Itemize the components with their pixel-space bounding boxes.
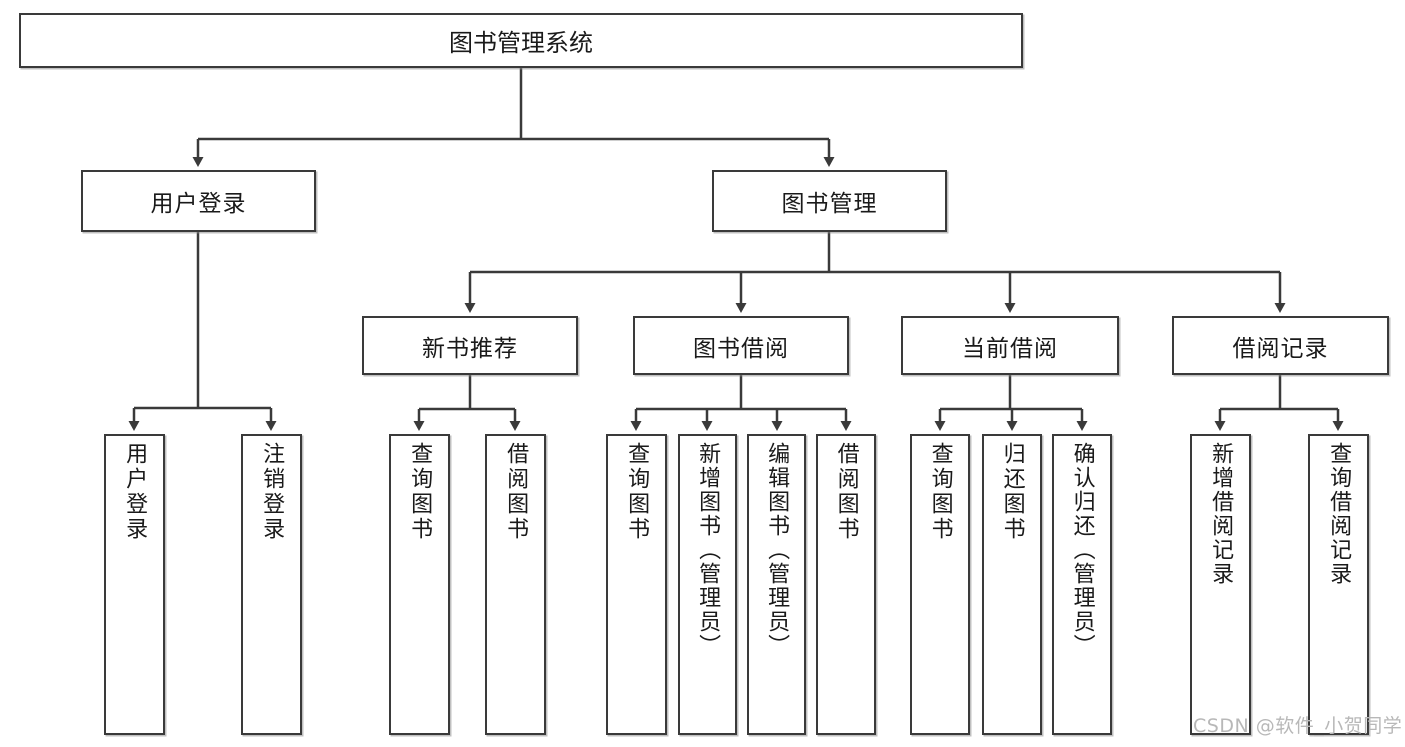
leaf-query-book-recommend[interactable]: 查询图书 — [389, 434, 450, 735]
node-book-borrow[interactable]: 图书借阅 — [633, 316, 849, 375]
leaf-user-login-label: 用户登录 — [122, 442, 148, 542]
node-root[interactable]: 图书管理系统 — [19, 13, 1023, 68]
node-borrow-record-label: 借阅记录 — [1232, 335, 1329, 362]
leaf-borrow-book-borrow[interactable]: 借阅图书 — [816, 434, 876, 735]
leaf-query-book-recommend-label: 查询图书 — [407, 442, 433, 542]
leaf-user-login[interactable]: 用户登录 — [104, 434, 165, 735]
leaf-add-book-admin-label: 新增图书（管理员） — [695, 442, 721, 658]
leaf-add-borrow-record[interactable]: 新增借阅记录 — [1190, 434, 1251, 735]
leaf-query-book-current-label: 查询图书 — [927, 442, 953, 542]
leaf-edit-book-admin-label: 编辑图书（管理员） — [764, 442, 790, 658]
leaf-add-borrow-record-label: 新增借阅记录 — [1208, 442, 1234, 586]
leaf-query-borrow-record-label: 查询借阅记录 — [1326, 442, 1352, 586]
leaf-confirm-return-admin[interactable]: 确认归还（管理员） — [1052, 434, 1112, 735]
leaf-user-logout[interactable]: 注销登录 — [241, 434, 302, 735]
leaf-borrow-book-recommend[interactable]: 借阅图书 — [485, 434, 546, 735]
node-new-book-recommend-label: 新书推荐 — [422, 335, 518, 362]
node-user-login[interactable]: 用户登录 — [81, 170, 316, 232]
leaf-edit-book-admin[interactable]: 编辑图书（管理员） — [747, 434, 806, 735]
leaf-user-logout-label: 注销登录 — [259, 442, 285, 542]
leaf-query-book-borrow-label: 查询图书 — [624, 442, 650, 542]
leaf-borrow-book-borrow-label: 借阅图书 — [833, 442, 859, 542]
node-book-management[interactable]: 图书管理 — [712, 170, 947, 232]
node-book-management-label: 图书管理 — [781, 191, 878, 217]
node-book-borrow-label: 图书借阅 — [693, 335, 789, 362]
node-borrow-record[interactable]: 借阅记录 — [1172, 316, 1389, 375]
node-root-label: 图书管理系统 — [449, 29, 593, 57]
leaf-confirm-return-admin-label: 确认归还（管理员） — [1069, 442, 1095, 658]
node-new-book-recommend[interactable]: 新书推荐 — [362, 316, 578, 375]
leaf-query-book-borrow[interactable]: 查询图书 — [606, 434, 667, 735]
node-current-borrow[interactable]: 当前借阅 — [901, 316, 1119, 375]
leaf-query-book-current[interactable]: 查询图书 — [910, 434, 970, 735]
leaf-add-book-admin[interactable]: 新增图书（管理员） — [678, 434, 737, 735]
node-current-borrow-label: 当前借阅 — [962, 335, 1058, 362]
node-user-login-label: 用户登录 — [150, 191, 247, 217]
leaf-borrow-book-recommend-label: 借阅图书 — [503, 442, 529, 542]
csdn-watermark: CSDN @软件_小贺同学 — [1193, 715, 1403, 737]
leaf-return-book-label: 归还图书 — [999, 442, 1025, 542]
leaf-return-book[interactable]: 归还图书 — [982, 434, 1042, 735]
leaf-query-borrow-record[interactable]: 查询借阅记录 — [1308, 434, 1369, 735]
